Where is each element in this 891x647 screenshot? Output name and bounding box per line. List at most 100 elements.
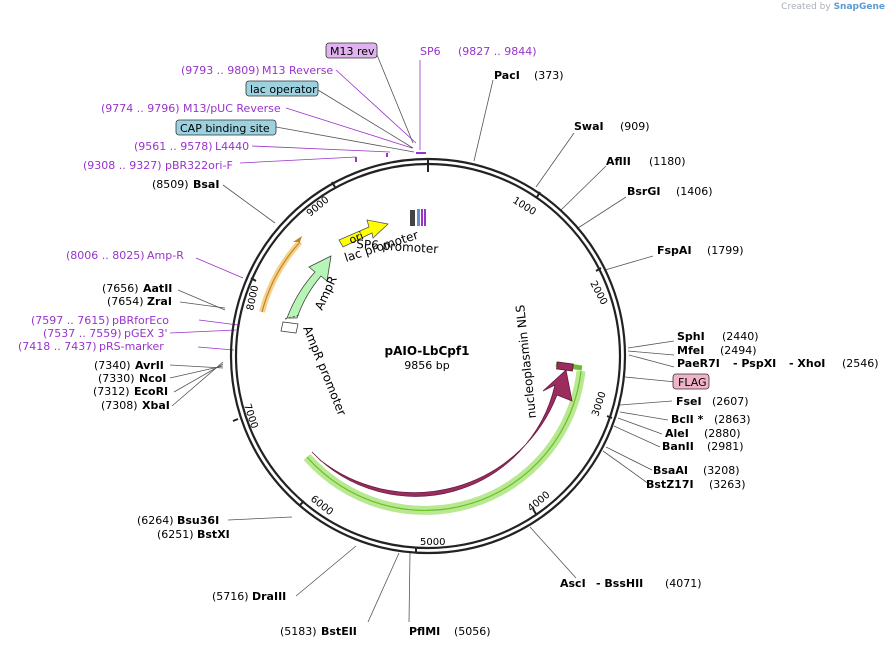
- site-bstz17i-pos: (3263): [709, 478, 746, 491]
- lac-operator-label: lac operator: [250, 83, 317, 96]
- kb-tick-marks: [232, 160, 613, 553]
- site-ecori-pos: (7312): [93, 385, 130, 398]
- promoter-markers: [410, 209, 426, 226]
- lbcpf1-highlight-edge: [306, 370, 582, 512]
- ampr-promoter-arc-head: [293, 236, 302, 242]
- site-fspai-pos: (1799): [707, 244, 744, 257]
- site-aatii-pos: (7656): [102, 282, 139, 295]
- site-aflii-name: AflII: [606, 155, 631, 168]
- primer-ampr-pos: (8006 .. 8025): [66, 249, 145, 262]
- plasmid-name: pAIO-LbCpf1: [385, 344, 470, 358]
- site-ecori-name: EcoRI: [134, 385, 168, 398]
- site-bsteii-name: BstEII: [321, 625, 357, 638]
- ori-label: ori: [347, 229, 365, 246]
- primer-prs-pos: (7418 .. 7437): [18, 340, 97, 353]
- primer-prs-name: pRS-marker: [99, 340, 164, 353]
- site-bsshii-text: BssHII: [604, 577, 643, 590]
- site-draiii-name: DraIII: [252, 590, 286, 603]
- m13rev-label: M13 rev: [330, 45, 375, 58]
- primer-m13puc-name: M13/pUC Reverse: [183, 102, 281, 115]
- nls-feature: [556, 361, 574, 372]
- ampr-promoter-arc-edge: [261, 241, 301, 313]
- site-bsai-pos: (8509): [152, 178, 189, 191]
- flag-label: FLAG: [678, 376, 707, 389]
- site-draiii-pos: (5716): [212, 590, 249, 603]
- snapgene-logo-text: SnapGene: [833, 2, 885, 12]
- site-swai-name: SwaI: [574, 120, 604, 133]
- site-zrai-pos: (7654): [107, 295, 144, 308]
- site-bstxi-name: BstXI: [197, 528, 230, 541]
- site-paer7i-pos: (2546): [842, 357, 879, 370]
- site-asci-name: AscI: [560, 577, 586, 590]
- site-ncoi-pos: (7330): [98, 372, 135, 385]
- site-xhoi-text: XhoI: [797, 357, 825, 370]
- site-sphi-pos: (2440): [722, 330, 759, 343]
- primer-l4440-pos: (9561 .. 9578): [134, 140, 213, 153]
- site-bsu36i-pos: (6264): [137, 514, 174, 527]
- origin-primer-marks: [355, 152, 426, 162]
- site-zrai-name: ZraI: [147, 295, 172, 308]
- primer-m13reverse-name: M13 Reverse: [262, 64, 333, 77]
- primer-pbr322-pos: (9308 .. 9327): [83, 159, 162, 172]
- site-ncoi-name: NcoI: [139, 372, 166, 385]
- lbcpf1-arrow: [311, 369, 573, 497]
- site-avrii-name: AvrII: [135, 359, 164, 372]
- sp6-promoter-label: SP6 promoter: [356, 237, 439, 256]
- lac-operator-box: [245, 80, 319, 97]
- site-pspxi-text: PspXI: [741, 357, 776, 370]
- primer-sp6-name: SP6: [420, 45, 441, 58]
- primer-pbrforeco-name: pBRforEco: [112, 314, 169, 327]
- site-fsei-pos: (2607): [712, 395, 749, 408]
- primer-sp6-pos: (9827 .. 9844): [458, 45, 537, 58]
- site-paci-pos: (373): [534, 69, 564, 82]
- snapgene-credit: Created by SnapGene: [781, 2, 885, 12]
- primer-ampr-name: Amp-R: [147, 249, 184, 262]
- cap-box: [175, 119, 277, 136]
- site-xbai-name: XbaI: [142, 399, 170, 412]
- site-bsrgi-pos: (1406): [676, 185, 713, 198]
- sp6-promoter-text: SP6 promoter: [356, 237, 439, 256]
- site-paer7i-name: PaeR7I: [677, 357, 720, 370]
- primer-m13puc-pos: (9774 .. 9796): [101, 102, 180, 115]
- ampr-promoter-label: AmpR promoter: [300, 324, 349, 418]
- site-bsshii-name: - BssHII: [596, 577, 643, 590]
- primer-l4440-name: L4440: [215, 140, 249, 153]
- ampr-promoter-dash: [284, 314, 301, 320]
- backbone-outer-ring: [229, 157, 627, 555]
- primer-m13reverse-pos: (9793 .. 9809): [181, 64, 260, 77]
- primer-pgex-name: pGEX 3': [124, 327, 168, 340]
- nls-label: nucleoplasmin NLS: [513, 304, 539, 419]
- m13rev-box: [325, 42, 378, 59]
- site-aflii-pos: (1180): [649, 155, 686, 168]
- site-paci-name: PacI: [494, 69, 520, 82]
- site-xbai-pos: (7308): [101, 399, 138, 412]
- site-bsai-name: BsaI: [193, 178, 219, 191]
- site-bsaai-pos: (3208): [703, 464, 740, 477]
- tick-label-1000: 1000: [510, 195, 537, 218]
- site-bstz17i-name: BstZ17I: [646, 478, 694, 491]
- site-pflmi-pos: (5056): [454, 625, 491, 638]
- ori-arrow: [338, 219, 389, 248]
- site-asci-pos: (4071): [665, 577, 702, 590]
- site-bsu36i-name: Bsu36I: [177, 514, 219, 527]
- site-fspai-name: FspAI: [657, 244, 692, 257]
- site-bsrgi-name: BsrGI: [627, 185, 660, 198]
- site-alei-pos: (2880): [704, 427, 741, 440]
- site-swai-pos: (909): [620, 120, 650, 133]
- primer-pbrforeco-pos: (7597 .. 7615): [31, 314, 110, 327]
- site-bcli-pos: (2863): [714, 413, 751, 426]
- site-mfei-pos: (2494): [720, 344, 757, 357]
- site-xhoi-name: - XhoI: [789, 357, 825, 370]
- site-avrii-pos: (7340): [94, 359, 131, 372]
- credit-prefix: Created by: [781, 2, 831, 12]
- tick-label-5000: 5000: [420, 537, 445, 548]
- site-bsaai-name: BsaAI: [653, 464, 688, 477]
- plasmid-size: 9856 bp: [404, 359, 449, 372]
- site-alei-name: AleI: [665, 427, 689, 440]
- site-banii-name: BanII: [662, 440, 694, 453]
- label-leader-lines: [169, 49, 677, 623]
- site-mfei-name: MfeI: [677, 344, 704, 357]
- site-banii-pos: (2981): [707, 440, 744, 453]
- site-sphi-name: SphI: [677, 330, 705, 343]
